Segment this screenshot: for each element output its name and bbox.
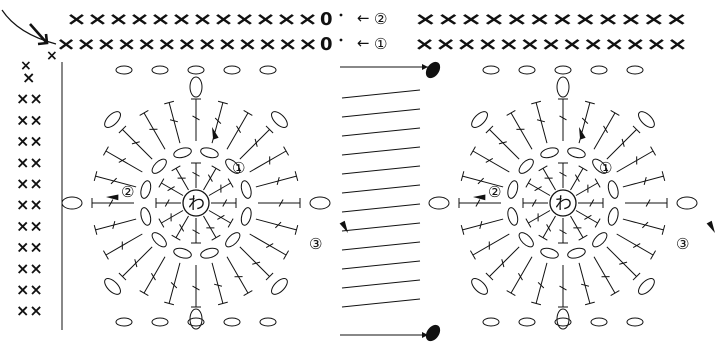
motif-2-start-marker-1 <box>573 127 588 142</box>
join-layer <box>340 59 443 344</box>
motif-2-start-marker-3 <box>705 219 719 233</box>
edge-stitch-11: ×× <box>16 280 43 299</box>
row-arrow-1: ← <box>357 34 370 52</box>
motif-1-start-marker-1 <box>206 127 221 142</box>
join-line-2 <box>342 109 420 117</box>
motif-layer: わ ① ② ③ わ ① ② ③ <box>62 66 719 329</box>
join-line-3 <box>342 128 420 136</box>
join-line-11 <box>342 280 420 288</box>
join-line-7 <box>342 204 420 212</box>
join-line-10 <box>342 261 420 269</box>
edge-stitch-5: ×× <box>16 153 43 172</box>
motif-2-round-label-2: ② <box>488 183 501 201</box>
edge-stitch-3: ×× <box>16 110 43 129</box>
join-line-4 <box>342 147 420 155</box>
motif-2: わ ① ② ③ <box>429 66 719 329</box>
edge-stitch-2: ×× <box>16 89 43 108</box>
header-row-1-right: ××××××××××××× <box>414 34 688 55</box>
row-arrow-2: ← <box>357 9 370 27</box>
row-label-2: ② <box>374 10 387 28</box>
join-line-12 <box>342 299 420 307</box>
join-blob-1 <box>423 59 443 81</box>
motif-2-round-label-3: ③ <box>676 235 689 253</box>
join-line-8 <box>342 223 420 231</box>
join-line-5 <box>342 166 420 174</box>
edge-stitch-6: ×× <box>16 174 43 193</box>
join-line-1 <box>342 90 420 98</box>
edge-stitch-12: ×× <box>16 301 43 320</box>
side-edge-single-crochets: ××××××××××××××××××××××××× <box>16 48 58 320</box>
join-blob-2 <box>423 322 443 344</box>
header-row-1-prefix: ××××××××××××× <box>56 34 318 55</box>
motif-1-round-label-3: ③ <box>309 235 322 253</box>
magic-ring-label-1: わ <box>188 194 205 214</box>
header-row-2-chain: 0 <box>320 9 333 30</box>
edge-stitch-start-2: × <box>46 48 58 64</box>
edge-stitch-9: ×× <box>16 238 43 257</box>
edge-stitch-4: ×× <box>16 132 43 151</box>
motif-1-round-label-2: ② <box>121 183 134 201</box>
edge-stitch-8: ×× <box>16 216 43 235</box>
header-row-2-right: ×××××××××××× <box>414 9 688 30</box>
header-row-2-prefix: ×××××××××××× <box>66 9 318 30</box>
turning-arrow <box>30 24 47 44</box>
join-line-9 <box>342 242 420 250</box>
corner-arc <box>2 10 56 44</box>
edge-stitch-7: ×× <box>16 195 43 214</box>
motif-1: わ ① ② ③ <box>62 66 353 329</box>
edge-stitch-10: ×× <box>16 259 43 278</box>
motif-1-round-label-1: ① <box>232 159 245 177</box>
edge-stitch-start: × <box>20 58 32 74</box>
join-line-6 <box>342 185 420 193</box>
header-row-1-chain: 0 <box>320 34 333 55</box>
motif-2-round-label-1: ① <box>599 159 612 177</box>
row-label-1: ① <box>374 35 387 53</box>
magic-ring-label-2: わ <box>555 194 572 214</box>
